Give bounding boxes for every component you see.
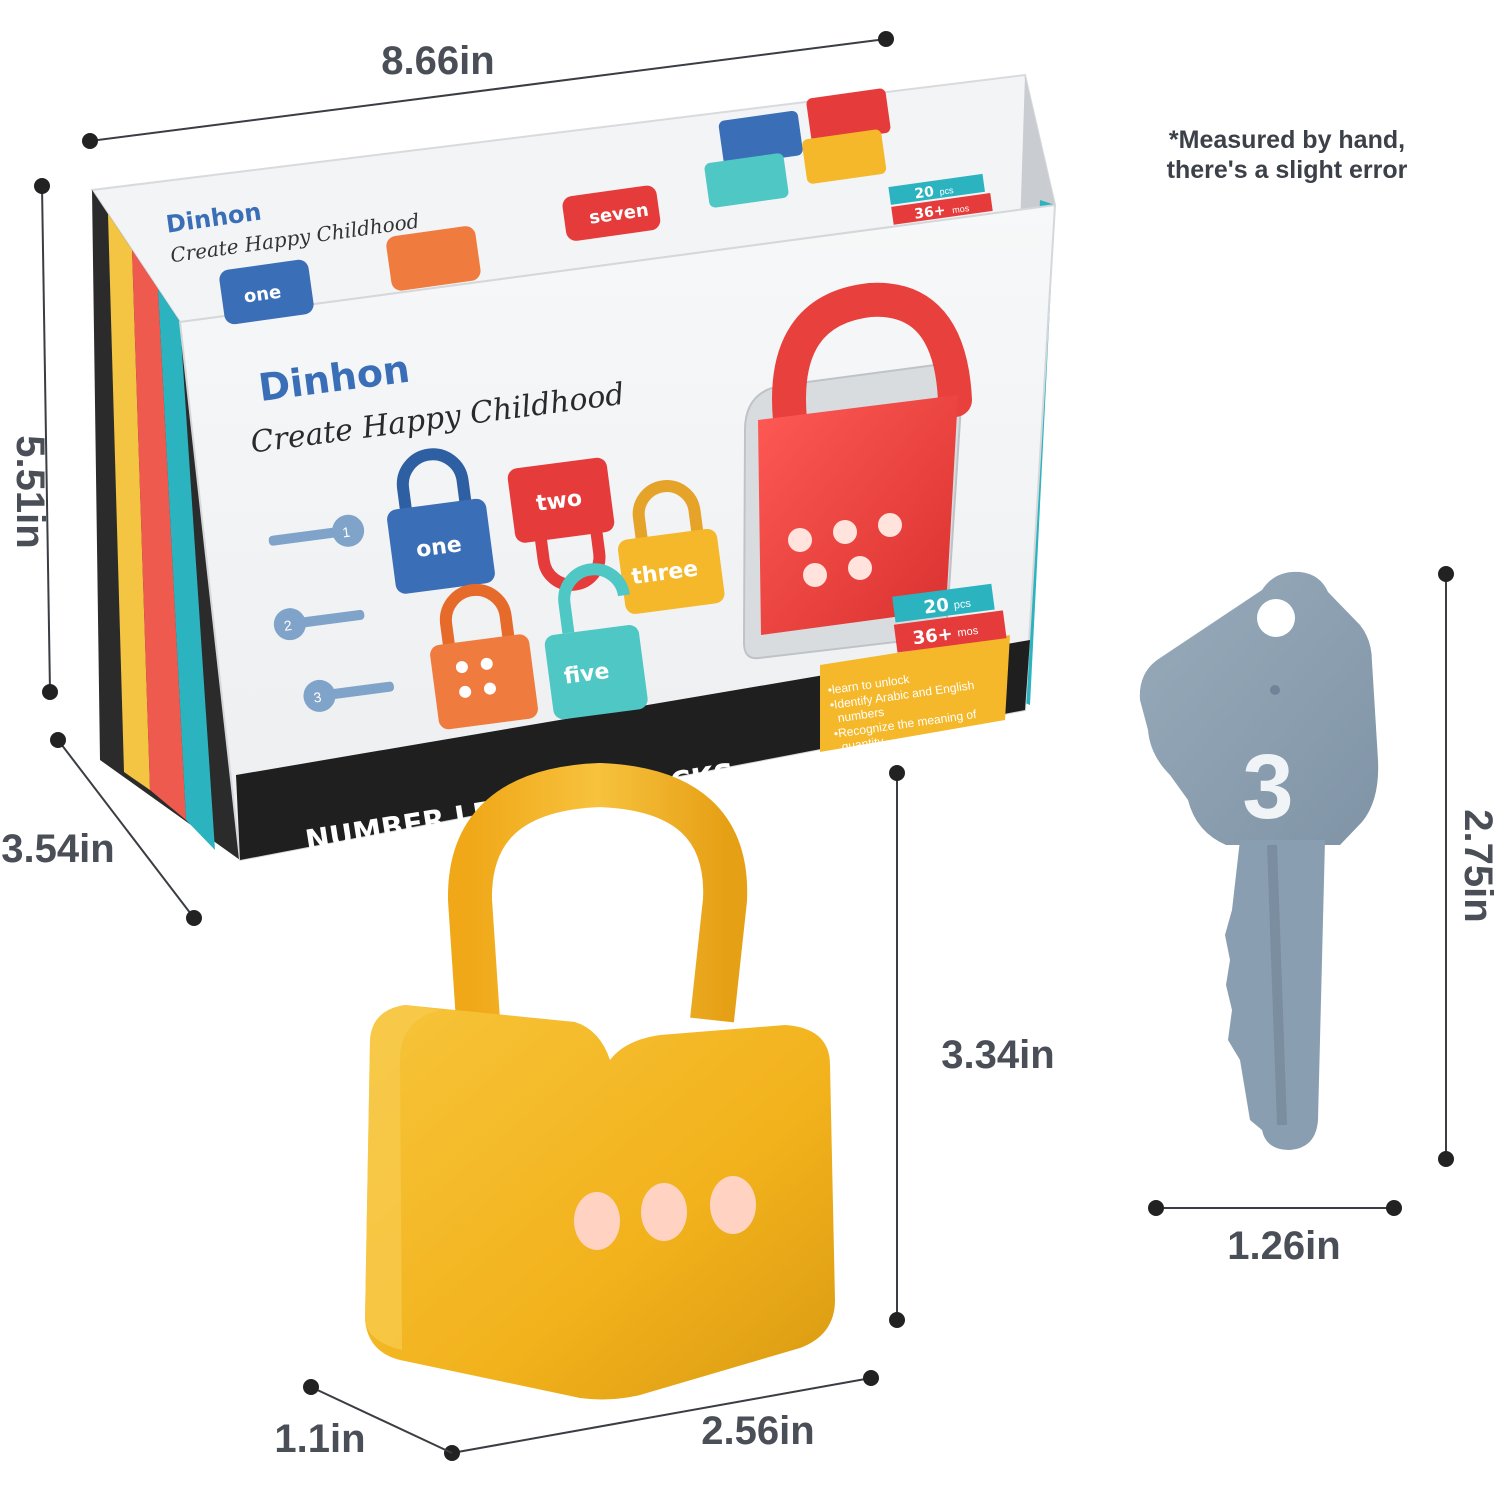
box-window [742, 282, 972, 660]
key-width-dot-right [1386, 1200, 1402, 1216]
box-left-side [92, 190, 240, 860]
svg-text:20: 20 [914, 184, 936, 203]
gray-key-number: 3 [1242, 736, 1293, 838]
yellow-lock-dot-1 [574, 1192, 620, 1250]
box-age-unit: mos [957, 625, 980, 640]
key-height-dot-bottom [1438, 1151, 1454, 1167]
lock-width-line [451, 1377, 872, 1454]
mini-lock-blue [219, 259, 314, 325]
box-lock-three: three [617, 480, 725, 614]
gray-key-head [1139, 571, 1379, 845]
box-width-line [89, 38, 887, 142]
box-key-1: 1 [268, 514, 365, 547]
lock-width-dot-right [863, 1370, 879, 1386]
key-height-label: 2.75in [1456, 809, 1496, 922]
measurement-note: *Measured by hand, there's a slight erro… [1167, 126, 1408, 184]
svg-text:quantity: quantity [841, 734, 885, 754]
yellow-lock-dot-3 [710, 1176, 756, 1234]
yellow-lock-shackle [447, 763, 748, 1023]
mini-lock-orange [386, 226, 481, 291]
svg-text:one: one [415, 532, 464, 563]
product-box: Dinhon Create Happy Childhood one seven … [90, 73, 1057, 862]
lock-depth-label: 1.1in [274, 1417, 365, 1461]
gray-key-dimple [1270, 685, 1280, 695]
mini-lock-red [562, 185, 661, 241]
box-count: 20 [923, 595, 951, 619]
yellow-lock [365, 763, 835, 1400]
svg-text:mos: mos [952, 203, 971, 215]
note-line-1: *Measured by hand, [1169, 126, 1405, 154]
svg-text:3: 3 [313, 689, 323, 706]
svg-text:2: 2 [283, 617, 293, 634]
box-width-dot-right [878, 31, 894, 47]
box-lock-five: five [544, 563, 648, 720]
gray-key-hole [1257, 599, 1295, 637]
svg-text:numbers: numbers [837, 705, 885, 725]
box-top-tiles [704, 88, 891, 208]
yellow-lock-dot-2 [641, 1183, 687, 1241]
dimension-labels: 8.66in 5.51in 3.54in 3.34in 2.56in 1.1in… [1, 39, 1496, 1461]
box-lock-four-orange [430, 583, 538, 730]
svg-text:1: 1 [341, 524, 351, 541]
lock-height-dot-bottom [889, 1312, 905, 1328]
box-count-unit: pcs [953, 598, 972, 612]
box-top-counters: 20 pcs 36+ mos [888, 173, 993, 225]
key-width-dot-left [1148, 1200, 1164, 1216]
box-front-counters: 20 pcs 36+ mos [892, 583, 1007, 653]
box-width-label: 8.66in [381, 39, 494, 83]
box-height-dot-bottom [42, 684, 58, 700]
lock-depth-dot-left [303, 1379, 319, 1395]
dimension-lines [34, 31, 1454, 1461]
svg-text:five: five [563, 659, 611, 690]
box-lock-one: one [387, 448, 495, 594]
svg-text:pcs: pcs [939, 185, 955, 197]
mini-lock-blue-word: one [243, 282, 283, 308]
key-width-label: 1.26in [1227, 1224, 1340, 1268]
box-depth-line [57, 739, 195, 919]
box-depth-dot-bottom [186, 910, 202, 926]
lock-width-label: 2.56in [701, 1409, 814, 1453]
yellow-lock-side-face [365, 1005, 440, 1350]
box-key-3: 3 [303, 679, 394, 712]
svg-text:36+: 36+ [913, 202, 946, 222]
lock-depth-line [310, 1386, 453, 1454]
box-lock-two: two [507, 457, 615, 591]
box-height-label: 5.51in [8, 435, 52, 548]
box-width-dot-left [82, 133, 98, 149]
note-line-2: there's a slight error [1167, 156, 1408, 184]
box-depth-label: 3.54in [1, 827, 114, 871]
box-depth-dot-top [50, 732, 66, 748]
box-height-line [41, 185, 51, 693]
lock-height-dot-top [889, 765, 905, 781]
key-height-dot-top [1438, 566, 1454, 582]
box-height-dot-top [34, 178, 50, 194]
box-feature-panel [820, 635, 1010, 752]
gray-key: 3 [1139, 571, 1379, 1150]
box-age: 36+ [911, 623, 954, 649]
box-key-2: 2 [273, 608, 365, 641]
svg-text:two: two [535, 486, 584, 517]
lock-height-label: 3.34in [941, 1033, 1054, 1077]
red-lock-shackle [772, 282, 972, 437]
